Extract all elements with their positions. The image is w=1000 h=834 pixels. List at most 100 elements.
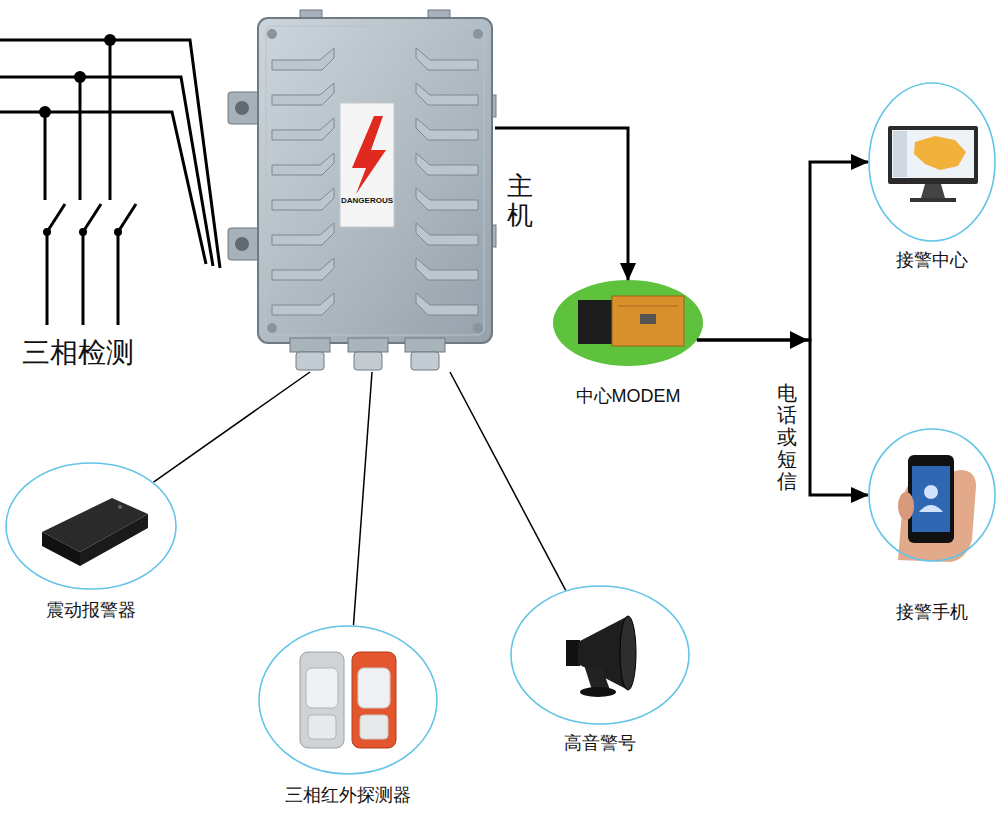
alarm-center-node: 接警中心	[868, 82, 996, 242]
signal-arrow	[495, 128, 628, 280]
cable-gland	[290, 338, 445, 370]
junction-dot	[74, 71, 86, 83]
host-enclosure	[473, 29, 483, 39]
three-phase-wires	[44, 112, 47, 200]
horn-icon	[620, 616, 636, 690]
host-enclosure	[272, 83, 334, 105]
three-phase-wires	[0, 40, 220, 268]
ellipse-outline	[6, 463, 176, 589]
leader-line	[154, 372, 310, 482]
phone-icon	[908, 455, 954, 543]
three-phase-wires	[0, 77, 213, 266]
ellipse-outline	[869, 83, 995, 241]
infrared-detector-icon	[300, 652, 344, 748]
host-enclosure	[272, 188, 334, 210]
leader-line	[450, 372, 566, 590]
host-enclosure	[272, 48, 478, 315]
monitor-icon	[888, 126, 978, 202]
signal-arrow	[697, 162, 868, 340]
infrared-detector-icon	[300, 652, 396, 748]
junction-dot	[43, 228, 51, 236]
host-enclosure	[272, 118, 334, 140]
junction-dot	[39, 106, 51, 118]
signal-arrow	[697, 340, 868, 495]
vibration-sensor-icon	[42, 498, 148, 566]
phone-icon	[898, 492, 914, 520]
siren-node: 高音警号	[510, 585, 690, 725]
host-enclosure	[258, 18, 492, 343]
monitor-icon	[888, 126, 978, 184]
three-phase-wires	[83, 204, 101, 232]
node-outline	[258, 625, 438, 775]
vibration-sensor-icon	[118, 505, 122, 509]
cable-gland	[296, 352, 324, 370]
horn-icon	[580, 687, 616, 697]
host-enclosure	[228, 10, 496, 343]
monitor-icon	[893, 131, 907, 177]
host-enclosure	[272, 153, 334, 175]
host-enclosure	[340, 103, 394, 227]
host-enclosure	[272, 223, 334, 245]
host-enclosure	[266, 26, 484, 335]
phone-icon	[898, 455, 976, 562]
node-label: 高音警号	[564, 733, 636, 755]
node-label: 震动报警器	[46, 600, 136, 622]
junction-dot	[104, 34, 116, 46]
node-label: 主机	[507, 172, 533, 229]
ellipse-outline	[259, 626, 437, 774]
modem-icon	[553, 280, 703, 366]
infrared-detector-node: 三相红外探测器	[258, 625, 438, 775]
node-outline	[5, 462, 177, 590]
junction-dot	[39, 34, 122, 236]
host-enclosure	[267, 323, 277, 333]
host-unit: 主机DANGEROUS	[225, 12, 495, 372]
monitor-icon	[892, 130, 974, 178]
three-phase-wires	[79, 77, 82, 200]
junction-dot	[79, 228, 87, 236]
infrared-detector-icon	[308, 715, 336, 739]
infrared-detector-icon	[360, 715, 388, 739]
monitor-icon	[921, 184, 945, 198]
cable-gland	[354, 352, 382, 370]
three-phase-wires	[117, 232, 120, 325]
host-enclosure	[473, 323, 483, 333]
host-enclosure	[416, 48, 478, 70]
cable-gland	[411, 352, 439, 370]
phone-icon	[912, 466, 950, 532]
node-label: 接警中心	[896, 250, 968, 272]
horn-icon	[566, 616, 636, 697]
ellipse-outline	[511, 586, 689, 724]
host-enclosure	[416, 83, 478, 105]
junction-dot	[114, 228, 122, 236]
modem-icon	[553, 280, 703, 366]
modem-node: 中心MODEM	[553, 280, 703, 366]
host-enclosure	[416, 258, 478, 280]
host-enclosure	[416, 293, 478, 315]
modem-icon	[612, 296, 684, 346]
phone-icon	[919, 505, 943, 512]
host-enclosure	[352, 116, 386, 194]
vibration-sensor-icon	[80, 514, 148, 566]
node-outline	[868, 82, 996, 242]
host-enclosure	[416, 118, 478, 140]
node-label: 中心MODEM	[576, 386, 681, 408]
phone-icon	[924, 485, 938, 499]
host-enclosure	[416, 223, 478, 245]
edge-label: 电话或短信	[777, 382, 797, 492]
host-enclosure	[272, 48, 334, 70]
ellipse-outline	[554, 281, 702, 365]
node-label: 三相红外探测器	[285, 785, 411, 807]
three-phase-wires	[0, 112, 206, 264]
host-enclosure	[235, 101, 249, 115]
three-phase-wires	[0, 40, 220, 325]
infrared-detector-icon	[352, 652, 396, 748]
infrared-detector-icon	[358, 668, 390, 708]
host-enclosure	[272, 293, 334, 315]
section-label: 三相检测	[22, 336, 134, 370]
cable-gland	[348, 338, 388, 352]
host-enclosure	[416, 153, 478, 175]
horn-icon	[566, 640, 580, 666]
